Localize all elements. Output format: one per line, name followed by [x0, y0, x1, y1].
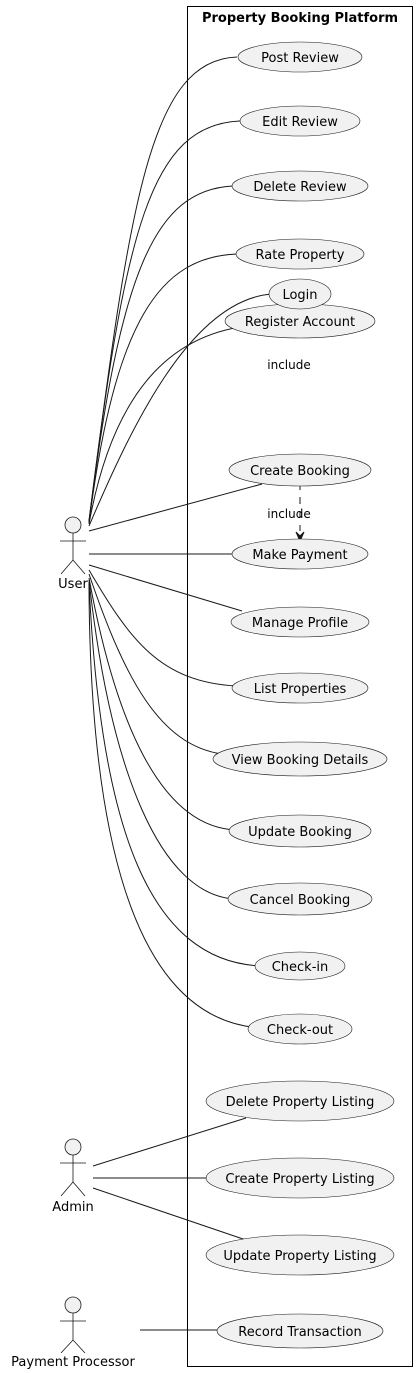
actor-leg-right [72, 559, 86, 575]
actor-leg-left [60, 1339, 74, 1354]
use-case-label: Cancel Booking [250, 893, 351, 908]
admin-associations [92, 1117, 247, 1241]
use-case-label: Delete Property Listing [226, 1095, 375, 1110]
system-title: Property Booking Platform [202, 11, 398, 26]
use-case-label: Login [282, 288, 317, 303]
actor-admin[interactable]: Admin [52, 1138, 94, 1215]
assoc-user-edit-review [88, 120, 241, 522]
use-case-register-account[interactable]: Register Account [224, 303, 376, 339]
use-case-rate-property[interactable]: Rate Property [235, 238, 365, 270]
actor-payment-processor[interactable]: Payment Processor [11, 1296, 135, 1370]
actor-label: User [58, 577, 88, 592]
use-case-label: Make Payment [252, 548, 347, 563]
assoc-user-create-booking [88, 483, 263, 532]
actor-head [64, 516, 82, 534]
assoc-user-view-booking-details [88, 573, 223, 755]
use-case-label: Post Review [261, 51, 339, 66]
use-case-label: Rate Property [256, 248, 345, 263]
assoc-user-login [88, 293, 273, 527]
use-case-label: Check-in [272, 960, 329, 975]
actor-head [64, 1138, 82, 1156]
use-case-post-review[interactable]: Post Review [237, 41, 363, 73]
actor-leg-left [60, 1181, 74, 1197]
use-case-label: View Booking Details [232, 753, 369, 768]
include-arrowhead [295, 531, 305, 543]
include-booking-payment: include [267, 483, 311, 543]
use-case-manage-profile[interactable]: Manage Profile [230, 606, 370, 638]
actor-label: Payment Processor [11, 1355, 135, 1370]
use-case-label: Manage Profile [252, 616, 348, 631]
use-case-delete-review[interactable]: Delete Review [231, 170, 369, 202]
include-label: include [267, 358, 310, 372]
use-case-update-property-listing[interactable]: Update Property Listing [205, 1234, 395, 1276]
use-case-update-booking[interactable]: Update Booking [228, 814, 372, 848]
use-case-label: Register Account [245, 315, 355, 330]
assoc-user-manage-profile [88, 564, 243, 612]
assoc-user-cancel-booking [88, 579, 236, 900]
actor-leg-left [60, 559, 74, 575]
actor-leg-right [72, 1339, 86, 1354]
use-case-label: Record Transaction [238, 1325, 361, 1340]
use-case-label: Update Booking [248, 825, 352, 840]
use-case-check-out[interactable]: Check-out [247, 1013, 353, 1045]
assoc-user-check-out [88, 583, 263, 1029]
actor-label: Admin [52, 1200, 93, 1215]
assoc-user-delete-review [88, 185, 234, 523]
use-case-label: Update Property Listing [223, 1249, 376, 1264]
use-case-create-booking[interactable]: Create Booking [228, 453, 372, 487]
use-case-check-in[interactable]: Check-in [254, 951, 346, 981]
use-case-cancel-booking[interactable]: Cancel Booking [227, 882, 373, 916]
use-case-label: Check-out [267, 1023, 333, 1038]
assoc-user-list-properties [88, 569, 238, 687]
assoc-admin-update-listing [92, 1187, 247, 1241]
use-case-list-properties[interactable]: List Properties [231, 672, 369, 704]
use-case-login[interactable]: Login [268, 278, 332, 310]
use-case-edit-review[interactable]: Edit Review [239, 105, 361, 137]
use-case-delete-property-listing[interactable]: Delete Property Listing [205, 1080, 395, 1122]
assoc-user-update-booking [88, 577, 238, 831]
use-case-view-booking-details[interactable]: View Booking Details [212, 741, 388, 777]
use-case-make-payment[interactable]: Make Payment [231, 538, 369, 570]
use-case-record-transaction[interactable]: Record Transaction [216, 1313, 384, 1349]
actor-user[interactable]: User [58, 516, 88, 592]
use-case-label: Delete Review [253, 180, 347, 195]
assoc-admin-delete-listing [92, 1117, 247, 1167]
use-case-label: Create Booking [250, 464, 350, 479]
actor-head [64, 1296, 82, 1314]
assoc-user-check-in [88, 581, 263, 967]
use-case-label: List Properties [254, 682, 347, 697]
use-case-label: Create Property Listing [225, 1172, 374, 1187]
assoc-user-rate-property [88, 253, 238, 524]
user-associations [88, 56, 273, 1029]
use-case-label: Edit Review [262, 115, 338, 130]
actor-leg-right [72, 1181, 86, 1197]
assoc-user-register-account [88, 324, 259, 525]
include-label: include [267, 507, 310, 521]
use-case-create-property-listing[interactable]: Create Property Listing [205, 1157, 395, 1199]
